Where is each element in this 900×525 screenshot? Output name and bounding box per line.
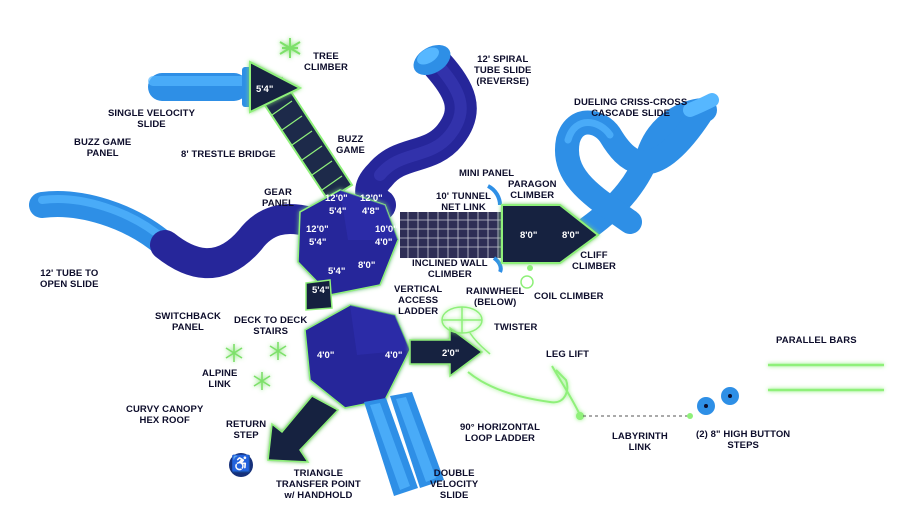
height-label: 4'0" [317,350,334,361]
label-twister: TWISTER [494,322,538,333]
label-dueling-slide: DUELING CRISS-CROSS CASCADE SLIDE [574,97,688,119]
label-tunnel-net: 10' TUNNEL NET LINK [436,191,491,213]
height-label: 5'4" [312,285,329,296]
height-label: 8'0" [358,260,375,271]
label-alpine-link: ALPINE LINK [202,368,238,390]
height-label: 12'0" [360,193,383,204]
label-labyrinth: LABYRINTH LINK [612,431,668,453]
label-double-slide: DOUBLE VELOCITY SLIDE [430,468,479,501]
label-rainwheel: RAINWHEEL (BELOW) [466,286,525,308]
label-tube-open-slide: 12' TUBE TO OPEN SLIDE [40,268,99,290]
label-trestle-bridge: 8' TRESTLE BRIDGE [181,149,276,160]
arrow-deck: 2'0" [409,326,484,378]
label-cliff-climber: CLIFF CLIMBER [572,250,616,272]
tree-deck: 5'4" [249,60,303,114]
paragon-deck: 8'0" 8'0" [501,204,600,289]
label-single-velocity: SINGLE VELOCITY SLIDE [108,108,196,130]
label-deck-stairs: DECK TO DECK STAIRS [234,315,308,337]
label-paragon-climber: PARAGON CLIMBER [508,179,557,201]
label-leg-lift: LEG LIFT [546,349,590,360]
height-label: 12'0" [325,193,348,204]
lower-hex-deck: 4'0" 4'0" [304,304,411,409]
label-buzz-panel: BUZZ GAME PANEL [74,137,132,159]
accessibility-icon: ♿ [229,453,253,477]
height-label: 4'8" [362,206,379,217]
tree-deck-height: 5'4" [256,84,273,95]
height-label: 10'0" [375,224,398,235]
label-loop-ladder: 90° HORIZONTAL LOOP LADDER [460,422,540,444]
label-spiral-slide: 12' SPIRAL TUBE SLIDE (REVERSE) [474,54,532,87]
height-label: 8'0" [520,230,537,241]
tube-to-open-slide [29,191,325,279]
height-label: 5'4" [328,266,345,277]
triangle-transfer-point [267,395,340,463]
double-velocity-slide [364,392,444,496]
label-curvy-roof: CURVY CANOPY HEX ROOF [126,404,204,426]
label-return-step: RETURN STEP [226,419,267,441]
parallel-bars [768,363,884,392]
label-buzz-game: BUZZ GAME [336,134,365,156]
tree-climber-icon [279,38,301,58]
label-inclined-wall: INCLINED WALL CLIMBER [412,258,488,280]
label-triangle-transfer: TRIANGLE TRANSFER POINT w/ HANDHOLD [276,468,361,501]
height-label: 8'0" [562,230,579,241]
label-parallel-bars: PARALLEL BARS [776,335,857,346]
height-label: 4'0" [375,237,392,248]
alpine-link-icon [225,342,287,390]
label-mini-panel: MINI PANEL [459,168,515,179]
label-coil-climber: COIL CLIMBER [534,291,604,302]
height-label: 5'4" [309,237,326,248]
tunnel-net-link [400,184,503,273]
loop-ladder [467,365,584,420]
label-switchback-panel: SWITCHBACK PANEL [155,311,221,333]
button-steps [697,387,739,415]
label-vertical-ladder: VERTICAL ACCESS LADDER [394,284,443,317]
dueling-cascade-slide [555,93,719,240]
label-button-steps: (2) 8" HIGH BUTTON STEPS [696,429,791,451]
label-tree-climber: TREE CLIMBER [304,51,348,73]
height-label: 12'0" [306,224,329,235]
height-label: 5'4" [329,206,346,217]
height-label: 4'0" [385,350,402,361]
upper-hex-deck: 12'0" 12'0" 5'4" 4'8" 12'0" 10'0" 5'4" 4… [297,189,399,296]
spiral-slide-entry [413,44,451,76]
spiral-tube-slide [355,49,477,221]
label-gear-panel: GEAR PANEL [262,187,294,209]
single-velocity-slide [148,67,252,107]
labyrinth-link [583,413,693,419]
height-label: 2'0" [442,348,459,359]
rainwheel [441,306,491,355]
deck-to-deck-stairs: 5'4" [305,279,333,311]
